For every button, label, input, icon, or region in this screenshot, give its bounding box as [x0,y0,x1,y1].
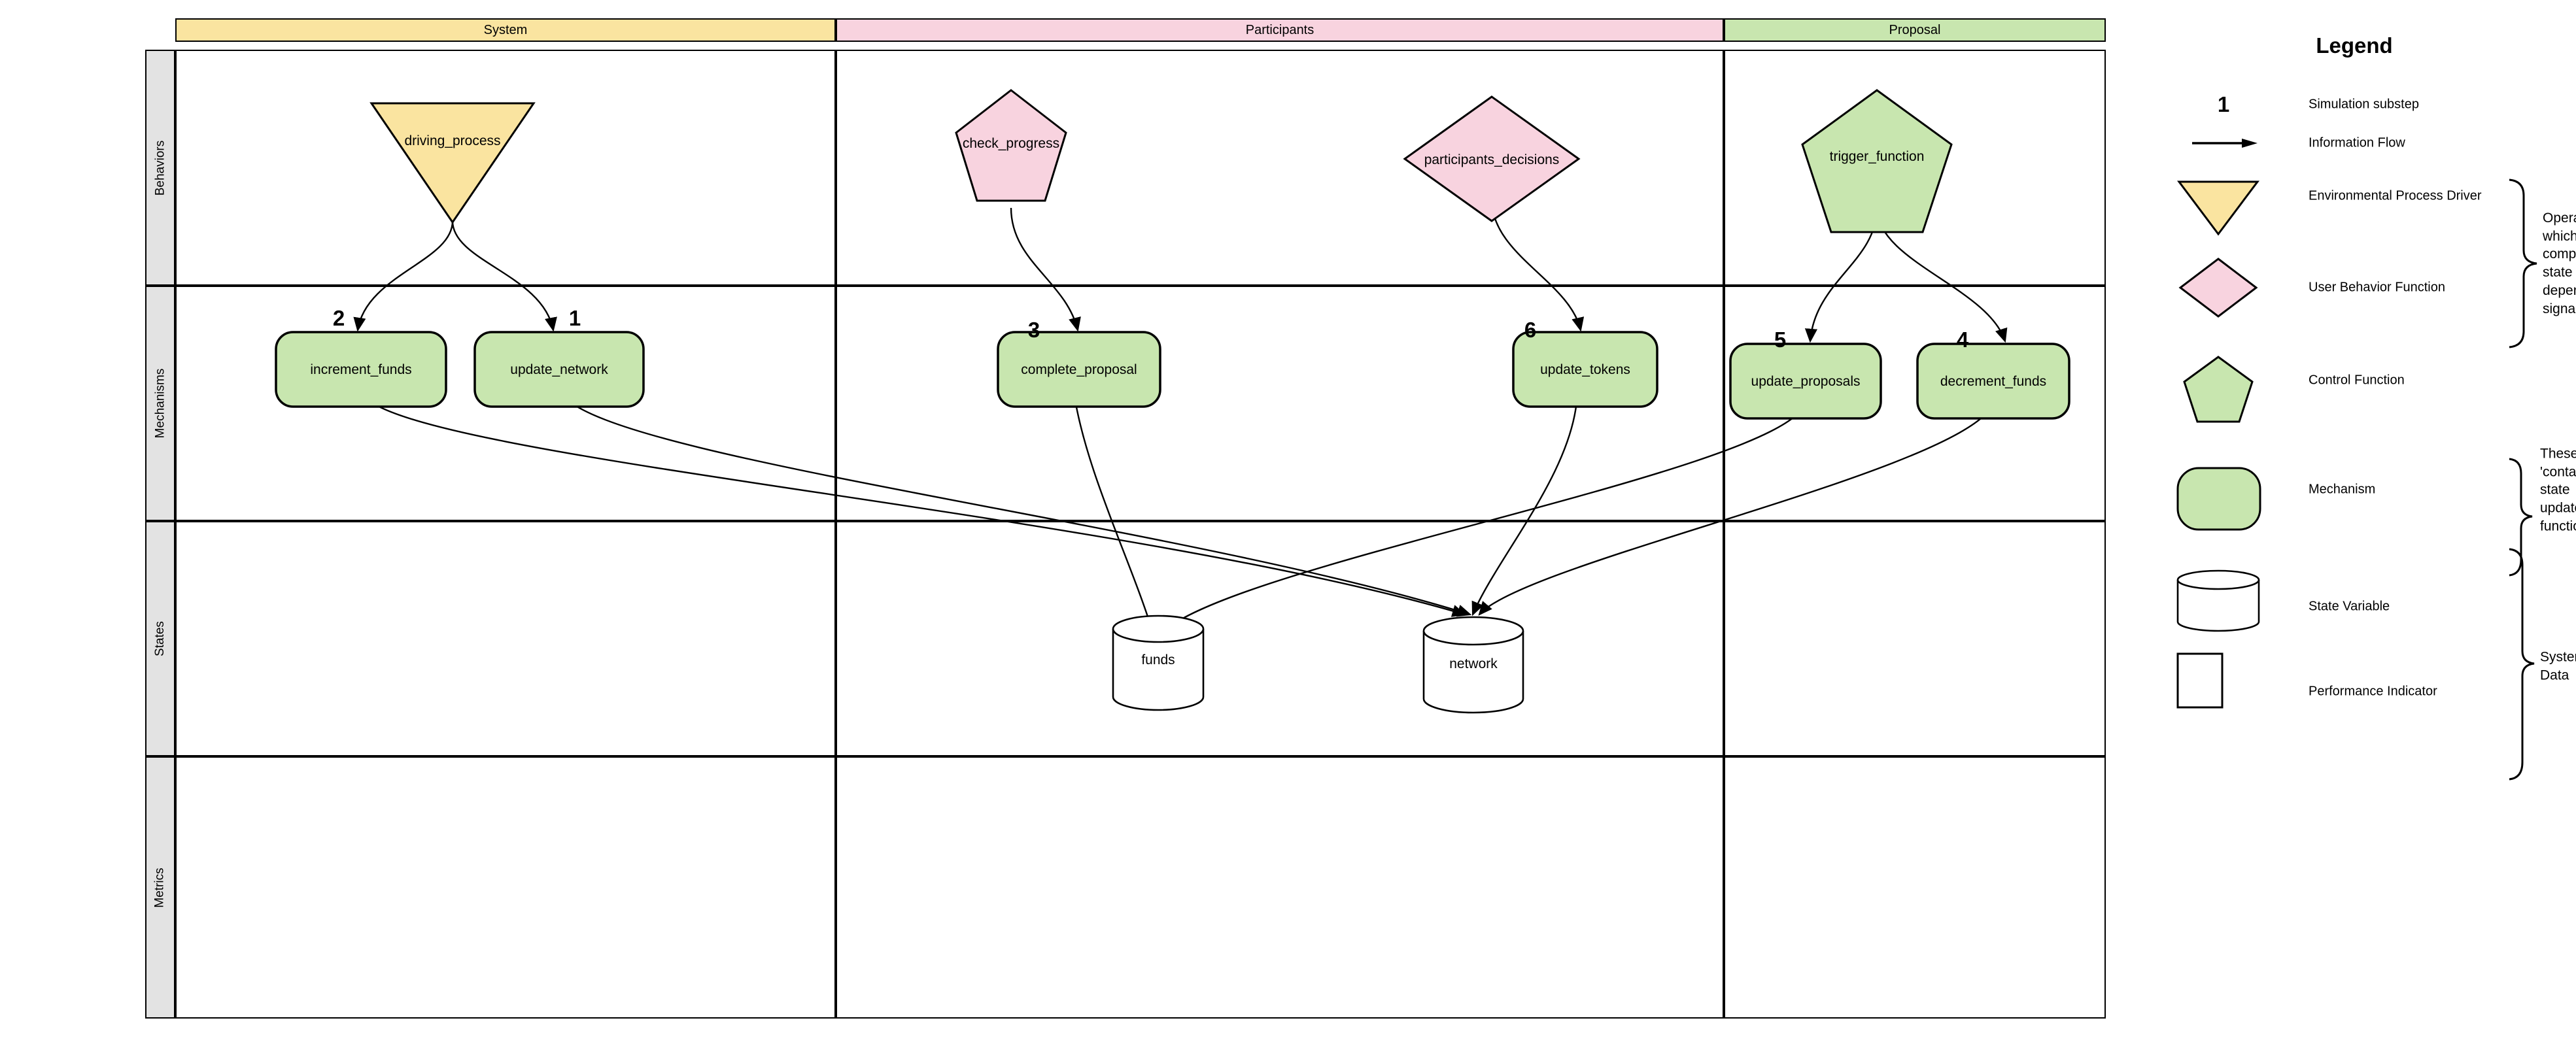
legend-label-env: Environmental Process Driver [2309,188,2482,203]
column-header-system: System [175,18,836,42]
edge-updatetokens-to-network [1471,392,1579,616]
column-header-participants-label: Participants [1245,22,1314,37]
edge-updateproposals-to-funds [1163,403,1806,632]
decrement-funds-shape[interactable] [1916,343,2070,420]
edge-decrement-to-network [1478,403,1995,616]
substep-number-update-proposals: 5 [1774,328,1787,352]
column-header-proposal-label: Proposal [1889,22,1941,37]
legend-label-state: State Variable [2309,599,2390,614]
bracket-contain [2509,458,2533,577]
substep-number-decrement-funds: 4 [1956,328,1969,352]
legend-label-mechanism: Mechanism [2309,482,2376,497]
cell-participants-behaviors [836,50,1724,286]
edge-increment-to-network [360,392,1467,617]
cell-system-metrics [175,756,836,1019]
update-proposals-shape[interactable] [1729,343,1882,420]
rounded-rect-icon [2176,467,2261,531]
participants-decisions-shape[interactable] [1403,95,1581,222]
bracket-sysdata [2509,548,2535,781]
substep-number-increment-funds: 2 [332,306,345,330]
cell-system-mechanisms [175,286,836,521]
diamond-icon [2178,258,2258,318]
legend-label-control: Control Function [2309,373,2405,388]
edge-driving-to-updatenetwork [451,220,557,332]
update-tokens-shape[interactable] [1512,331,1658,408]
cell-proposal-behaviors [1724,50,2106,286]
row-header-states: States [145,521,175,756]
edge-updatenetwork-to-network [560,392,1472,617]
cell-participants-mechanisms [836,286,1724,521]
arrow-icon [2192,139,2258,148]
row-header-mechanisms: Mechanisms [145,286,175,521]
bracket-text-operators: Operators which compute state dependent … [2543,210,2576,316]
legend-label-user: User Behavior Function [2309,280,2445,295]
legend-label-flow: Information Flow [2309,135,2405,150]
cylinder-icon [2176,569,2260,632]
cell-proposal-mechanisms [1724,286,2106,521]
cell-system-behaviors [175,50,836,286]
row-header-metrics: Metrics [145,756,175,1019]
column-header-participants: Participants [836,18,1724,42]
check-progress-shape[interactable] [955,89,1067,202]
bracket-operators [2509,178,2537,348]
legend-substep-number: 1 [2217,92,2230,116]
legend-title: Legend [2316,33,2393,58]
column-header-system-label: System [483,22,528,37]
pentagon-icon [2183,356,2254,423]
complete-proposal-shape[interactable] [997,331,1161,408]
substep-number-update-network: 1 [568,306,581,330]
triangle-icon [2177,180,2259,236]
edge-complete-to-funds [1073,392,1155,633]
trigger-function-shape[interactable] [1801,89,1953,233]
cell-proposal-states [1724,521,2106,756]
substep-number-complete-proposal: 3 [1027,318,1040,342]
row-header-behaviors: Behaviors [145,50,175,286]
update-network-shape[interactable] [473,331,645,408]
cell-proposal-metrics [1724,756,2106,1019]
cell-participants-states [836,521,1724,756]
edge-driving-to-increment [353,220,454,332]
rectangle-icon [2176,652,2224,709]
legend-label-metric: Performance Indicator [2309,684,2437,699]
network-shape[interactable] [1422,616,1524,714]
bracket-text-sysdata: System Data [2540,649,2576,683]
increment-funds-shape[interactable] [275,331,447,408]
cell-participants-metrics [836,756,1724,1019]
substep-number-update-tokens: 6 [1524,318,1537,342]
column-header-proposal: Proposal [1724,18,2106,42]
cell-system-states [175,521,836,756]
funds-shape[interactable] [1112,615,1205,711]
legend-label-substep: Simulation substep [2309,97,2419,112]
bracket-text-contain: These 'contain' state update functions [2540,446,2576,534]
driving-process-shape[interactable] [369,102,536,224]
edge-checkprogress-to-complete [1010,207,1081,332]
